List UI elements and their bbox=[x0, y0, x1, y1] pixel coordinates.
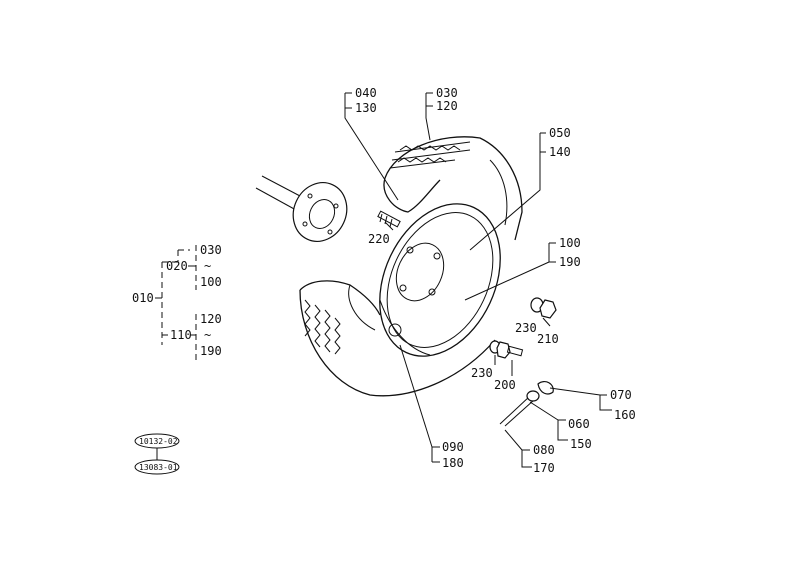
callout-180: 180 bbox=[442, 456, 464, 470]
nut-washer-210 bbox=[530, 297, 557, 319]
stud-bolt bbox=[377, 210, 401, 228]
callout-210: 210 bbox=[537, 332, 559, 346]
callout-230-lower: 230 bbox=[471, 366, 493, 380]
callout-160: 160 bbox=[614, 408, 636, 422]
axle-shaft bbox=[255, 175, 301, 211]
tire-lower bbox=[299, 280, 496, 397]
hub-flange bbox=[292, 182, 348, 242]
callout-150: 150 bbox=[570, 437, 592, 451]
callout-090: 090 bbox=[442, 440, 464, 454]
callout-040: 040 bbox=[355, 86, 377, 100]
tree-node-030: 030 bbox=[200, 243, 222, 257]
callout-140: 140 bbox=[549, 145, 571, 159]
wheel-rim bbox=[379, 203, 501, 357]
callout-130: 130 bbox=[355, 101, 377, 115]
callout-080: 080 bbox=[533, 443, 555, 457]
reference-codes: 10132-02 13083-01 bbox=[134, 433, 180, 475]
tree-node-tilde-2: ~ bbox=[204, 328, 211, 342]
callout-050: 050 bbox=[549, 126, 571, 140]
callout-100: 100 bbox=[559, 236, 581, 250]
tree-node-120: 120 bbox=[200, 312, 222, 326]
leader-lines bbox=[344, 92, 612, 468]
bolt-washer-200 bbox=[489, 340, 524, 359]
ref-code-bottom: 13083-01 bbox=[139, 463, 178, 472]
callout-200: 200 bbox=[494, 378, 516, 392]
tree-node-190: 190 bbox=[200, 344, 222, 358]
callout-030: 030 bbox=[436, 86, 458, 100]
tree-node-020: 020 bbox=[166, 259, 188, 273]
valve-stem bbox=[499, 380, 554, 427]
callout-labels: 040 130 030 120 050 140 220 100 190 230 … bbox=[355, 86, 636, 475]
callout-070: 070 bbox=[610, 388, 632, 402]
tree-node-100: 100 bbox=[200, 275, 222, 289]
tree-root-010: 010 bbox=[132, 291, 154, 305]
callout-060: 060 bbox=[568, 417, 590, 431]
tree-node-110: 110 bbox=[170, 328, 192, 342]
tree-node-tilde-1: ~ bbox=[204, 259, 211, 273]
callout-190: 190 bbox=[559, 255, 581, 269]
callout-120: 120 bbox=[436, 99, 458, 113]
callout-220: 220 bbox=[368, 232, 390, 246]
callout-170: 170 bbox=[533, 461, 555, 475]
callout-230-upper: 230 bbox=[515, 321, 537, 335]
assembly-tree: 010 020 030 ~ 100 110 120 ~ 190 bbox=[132, 243, 222, 364]
tire-upper bbox=[383, 136, 523, 241]
ref-code-top: 10132-02 bbox=[139, 437, 178, 446]
